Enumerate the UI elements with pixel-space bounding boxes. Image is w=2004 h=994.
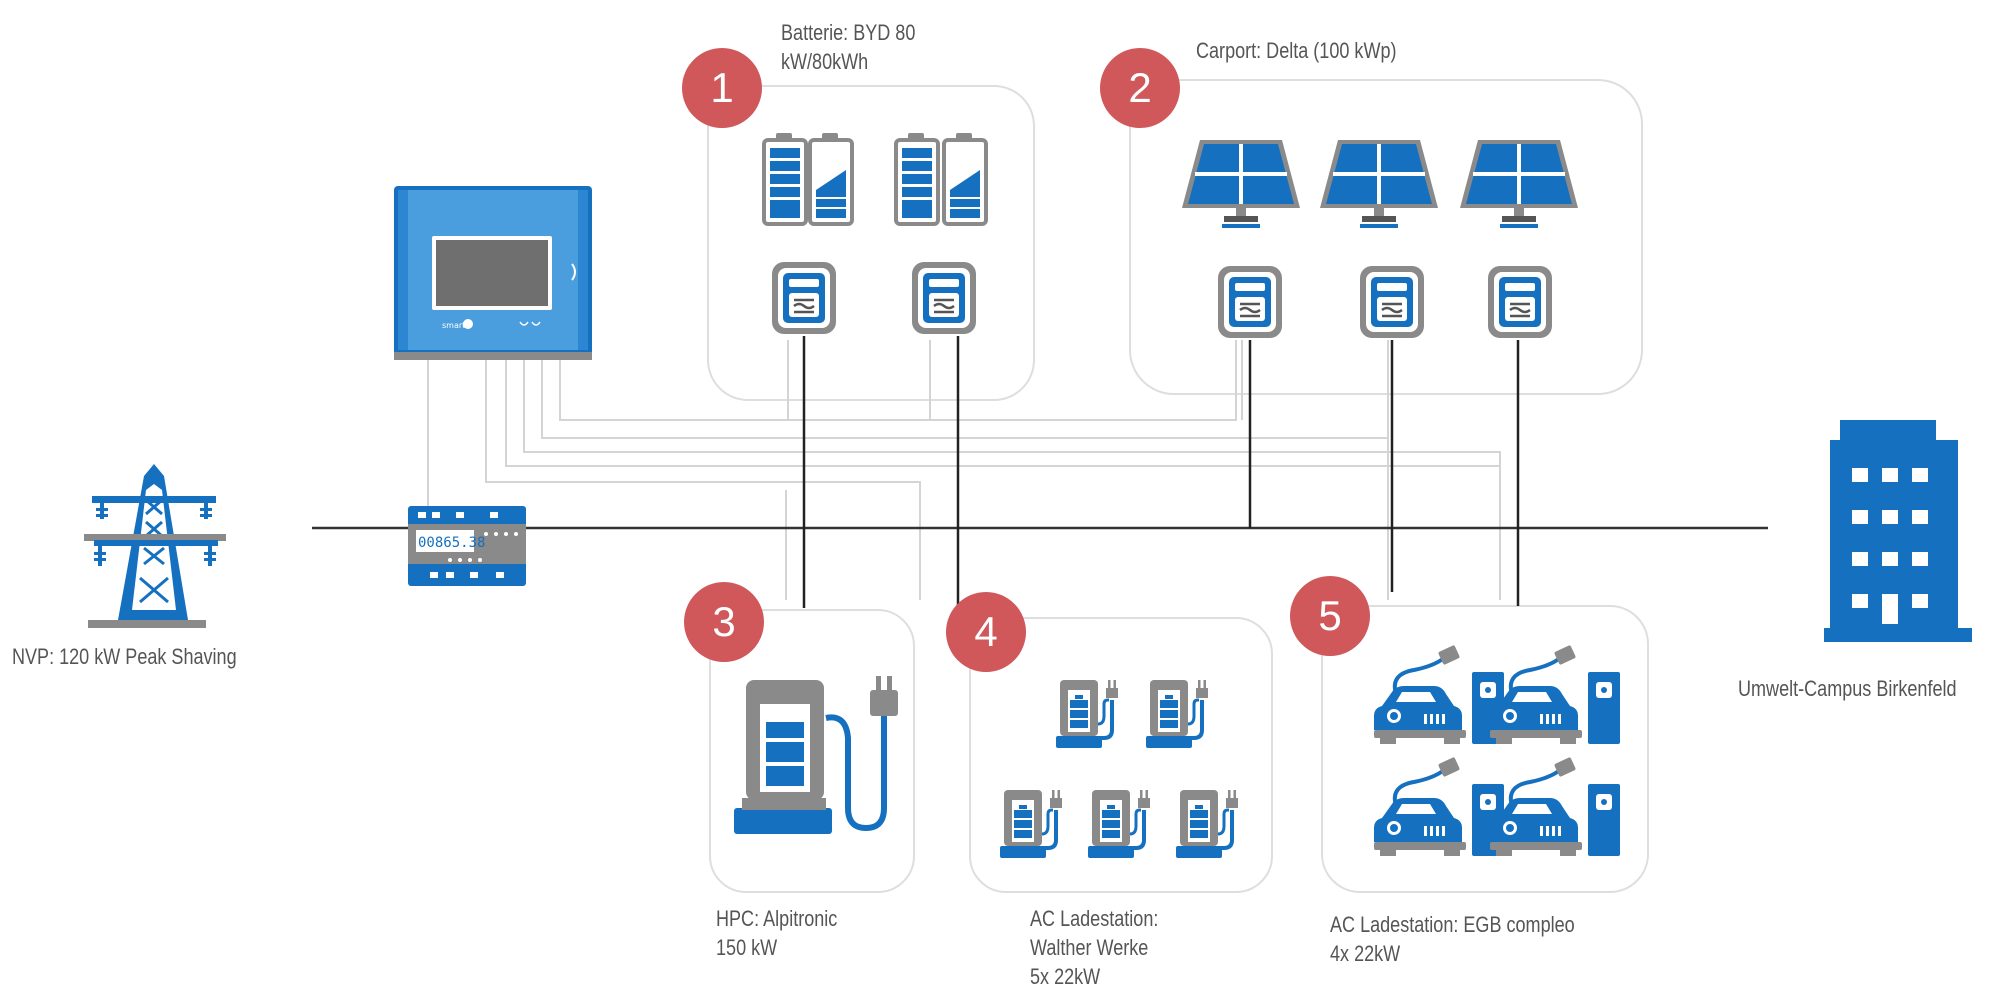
label-ac-walther-line-1: AC Ladestation: xyxy=(1030,906,1159,931)
ev-charging-icon-2 xyxy=(1488,642,1622,746)
label-carport: Carport: Delta (100 kWp) xyxy=(1196,36,1397,65)
ac-charger-icon-1 xyxy=(1054,678,1120,750)
badge-hpc: 3 xyxy=(684,582,764,662)
inverter-icon-pv-1 xyxy=(1216,264,1284,340)
ac-walther-group-box xyxy=(969,617,1273,893)
inverter-icon-battery-1 xyxy=(770,260,838,336)
energy-manager-icon: smart xyxy=(394,186,592,360)
label-ac-walther: AC Ladestation: Walther Werke 5x 22kW xyxy=(1030,904,1158,991)
label-ac-egb-line-1: AC Ladestation: EGB compleo xyxy=(1330,912,1575,937)
label-ac-walther-line-3: 5x 22kW xyxy=(1030,964,1101,989)
inverter-icon-pv-3 xyxy=(1486,264,1554,340)
badge-battery: 1 xyxy=(682,48,762,128)
battery-icon-1 xyxy=(762,131,808,226)
ac-charger-icon-4 xyxy=(1086,788,1152,860)
ac-charger-icon-5 xyxy=(1174,788,1240,860)
power-pylon-icon xyxy=(84,464,226,628)
label-carport-line-1: Carport: Delta (100 kWp) xyxy=(1196,38,1397,63)
solar-panel-icon-1 xyxy=(1180,138,1302,230)
battery-icon-3 xyxy=(894,131,940,226)
battery-icon-4 xyxy=(942,131,988,226)
label-hpc: HPC: Alpitronic 150 kW xyxy=(716,904,837,962)
communication-lines xyxy=(427,340,1501,600)
battery-group-box xyxy=(707,85,1035,401)
badge-ac-walther: 4 xyxy=(946,592,1026,672)
label-ac-egb-line-2: 4x 22kW xyxy=(1330,941,1401,966)
label-grid-line-1: NVP: 120 kW Peak Shaving xyxy=(12,644,237,669)
ev-charging-icon-3 xyxy=(1372,754,1506,858)
label-battery-line-2: kW/80kWh xyxy=(781,49,869,74)
ev-charging-icon-4 xyxy=(1488,754,1622,858)
building-icon xyxy=(1824,420,1972,642)
badge-ac-egb: 5 xyxy=(1290,576,1370,656)
power-lines xyxy=(802,336,1520,612)
meter-reading: 00865.38 xyxy=(418,535,485,551)
energy-meter-icon: 00865.38 xyxy=(408,506,526,586)
label-hpc-line-2: 150 kW xyxy=(716,935,778,960)
battery-icon-2 xyxy=(808,131,854,226)
inverter-icon-pv-2 xyxy=(1358,264,1426,340)
label-battery-line-1: Batterie: BYD 80 xyxy=(781,20,916,45)
ac-charger-icon-3 xyxy=(998,788,1064,860)
label-grid: NVP: 120 kW Peak Shaving xyxy=(12,642,237,671)
hpc-charger-icon xyxy=(734,676,898,834)
label-hpc-line-1: HPC: Alpitronic xyxy=(716,906,838,931)
ac-charger-icon-2 xyxy=(1144,678,1210,750)
controller-brand-text: smart xyxy=(442,321,465,330)
label-ac-walther-line-2: Walther Werke xyxy=(1030,935,1149,960)
label-ac-egb: AC Ladestation: EGB compleo 4x 22kW xyxy=(1330,910,1575,968)
hpc-group-box xyxy=(709,609,915,893)
ac-egb-group-box xyxy=(1321,605,1649,893)
inverter-icon-battery-2 xyxy=(910,260,978,336)
carport-group-box xyxy=(1129,79,1643,395)
badge-carport: 2 xyxy=(1100,48,1180,128)
solar-panel-icon-2 xyxy=(1318,138,1440,230)
solar-panel-icon-3 xyxy=(1458,138,1580,230)
label-battery: Batterie: BYD 80 kW/80kWh xyxy=(781,18,915,76)
label-campus: Umwelt-Campus Birkenfeld xyxy=(1738,674,1957,703)
label-campus-line-1: Umwelt-Campus Birkenfeld xyxy=(1738,676,1957,701)
ev-charging-icon-1 xyxy=(1372,642,1506,746)
